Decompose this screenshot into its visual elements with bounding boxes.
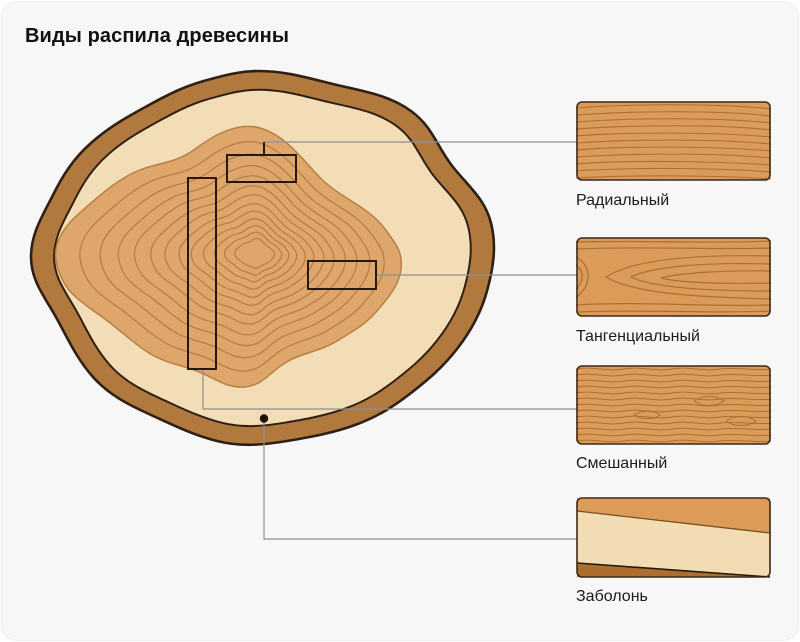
swatch-tangential bbox=[576, 237, 771, 317]
tangential-grain-image bbox=[576, 237, 771, 317]
radial-cut-marker bbox=[226, 154, 297, 183]
label-sapwood: Заболонь bbox=[576, 588, 648, 605]
label-radial: Радиальный bbox=[576, 192, 670, 209]
outer-wood-band bbox=[577, 498, 770, 533]
sapwood-point-marker bbox=[259, 414, 269, 423]
swatch-sapwood bbox=[576, 497, 771, 578]
label-tangential: Тангенциальный bbox=[576, 328, 700, 345]
mixed-grain-image bbox=[576, 365, 771, 445]
cut-markers bbox=[187, 142, 377, 370]
tangential-cut-marker bbox=[307, 260, 377, 290]
swatch-radial bbox=[576, 101, 771, 181]
page-title: Виды распила древесины bbox=[25, 25, 289, 47]
label-mixed: Смешанный bbox=[576, 455, 668, 472]
mixed-cut-marker bbox=[187, 177, 217, 370]
swatch-mixed bbox=[576, 365, 771, 445]
connector-lines bbox=[202, 141, 577, 540]
connector-mixed bbox=[202, 369, 577, 410]
connector-sapwood bbox=[263, 421, 577, 540]
sapwood-band-image bbox=[576, 497, 771, 578]
radial-grain-image bbox=[576, 101, 771, 181]
